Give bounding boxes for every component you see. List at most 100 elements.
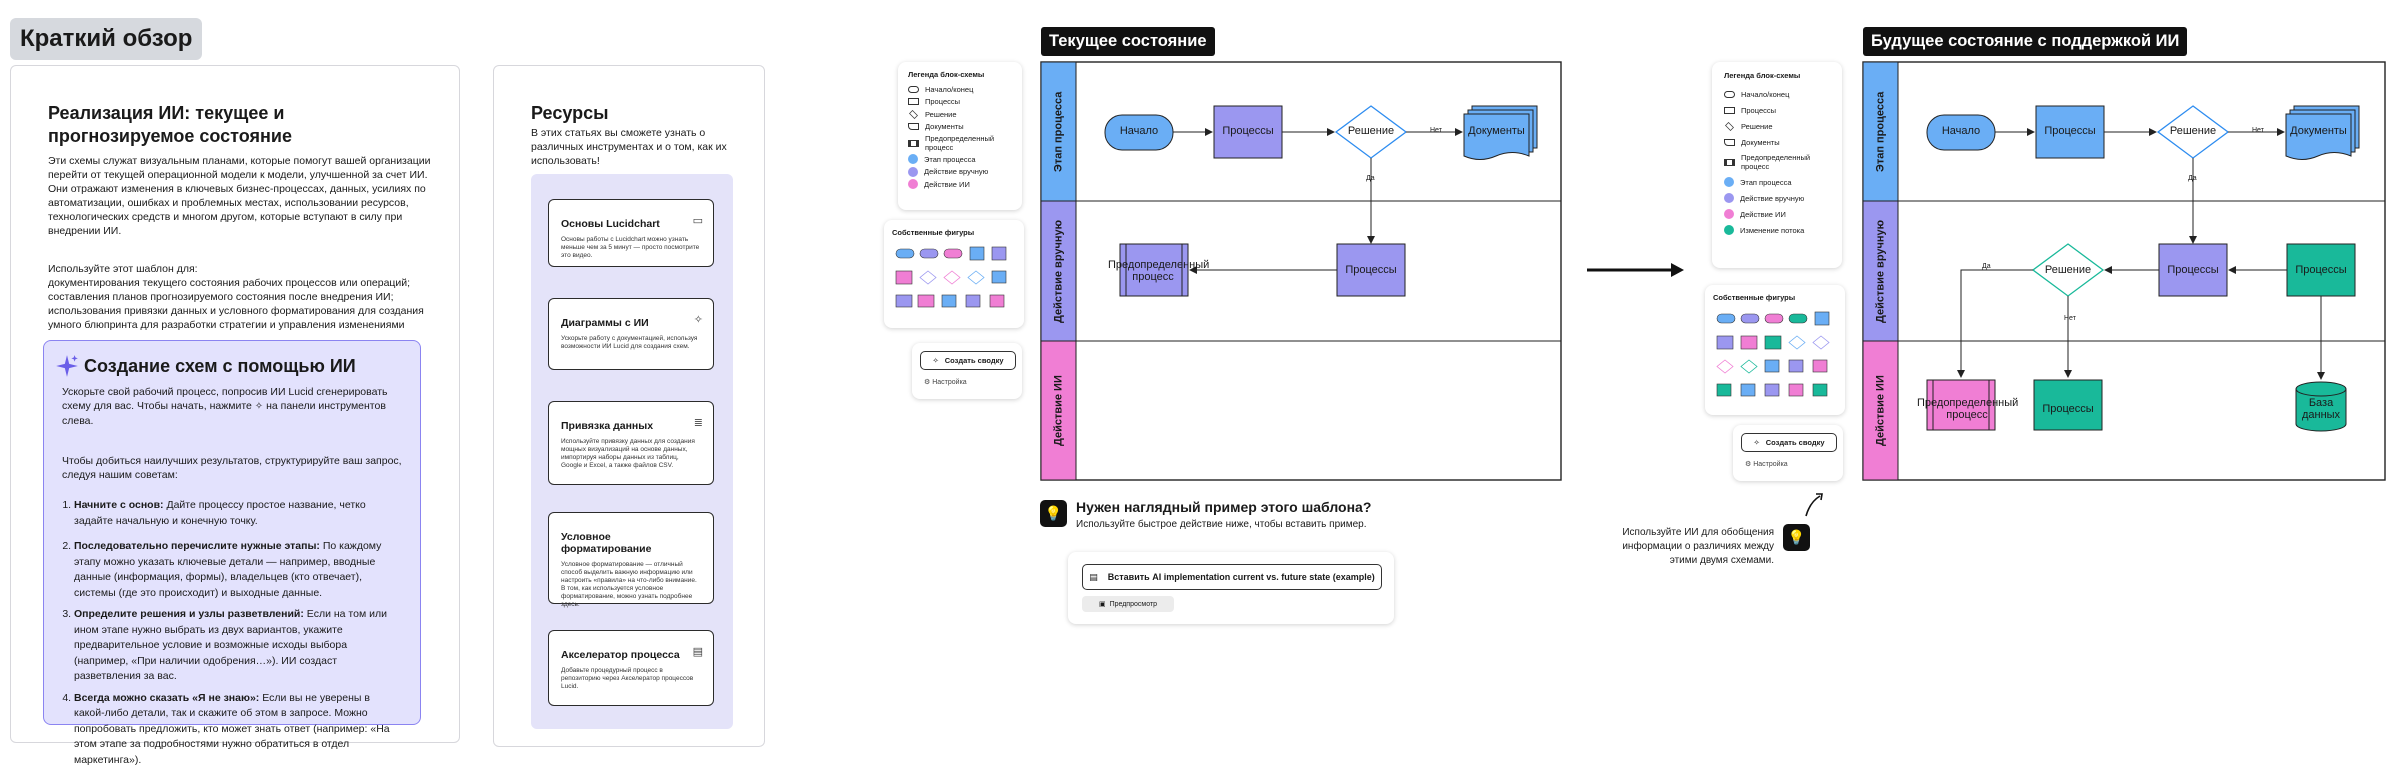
- overview-use-list: документирования текущего состояния рабо…: [48, 276, 443, 332]
- legend-item: Этап процесса: [908, 153, 1012, 166]
- legend-item: Этап процесса: [1724, 174, 1830, 190]
- legend-item: Документы: [908, 121, 1012, 134]
- tip-item: Всегда можно сказать «Я не знаю»: Если в…: [74, 691, 402, 768]
- lane-label: Действие вручную: [1863, 201, 1898, 341]
- create-summary-button[interactable]: ✧Создать сводку: [920, 351, 1016, 370]
- custom-shapes-current: Собственные фигуры: [884, 220, 1024, 328]
- settings-link[interactable]: ⚙ Настройка: [1745, 460, 1788, 468]
- legend-item: Действие вручную: [1724, 190, 1830, 206]
- video-icon: ▭: [693, 214, 703, 227]
- database-icon: ≣: [694, 416, 703, 429]
- resource-card-title: Основы Lucidchart: [561, 218, 701, 230]
- sparkle-icon: [54, 353, 80, 379]
- decision-label: Решение: [1336, 125, 1406, 137]
- legend-item: Действие вручную: [908, 166, 1012, 179]
- process-teal-label: Процессы: [2287, 264, 2355, 276]
- resource-card-title: Привязка данных: [561, 420, 701, 432]
- ai-diagram-box: Создание схем с помощью ИИ Ускорьте свой…: [43, 340, 421, 725]
- lane-label: Этап процесса: [1863, 62, 1898, 201]
- legend-title: Легенда блок-схемы: [1724, 71, 1830, 80]
- resource-card-accelerator[interactable]: Акселератор процесса Добавьте процедурны…: [548, 630, 714, 706]
- no-label-2: Нет: [2064, 315, 2076, 322]
- settings-link[interactable]: ⚙ Настройка: [924, 378, 967, 386]
- decision2-label: Решение: [2033, 264, 2103, 276]
- documents-label: Документы: [2286, 125, 2351, 137]
- resource-card-data-linking[interactable]: Привязка данных Используйте привязку дан…: [548, 401, 714, 485]
- overview-use-for: Используйте этот шаблон для:: [48, 262, 443, 276]
- legend-item: Решение: [908, 108, 1012, 121]
- resource-card-title: Диаграммы с ИИ: [561, 317, 701, 329]
- ai-box-title: Создание схем с помощью ИИ: [84, 356, 356, 377]
- ai-p1: Ускорьте свой рабочий процесс, попросив …: [62, 385, 402, 428]
- tip-item: Последовательно перечислите нужные этапы…: [74, 539, 402, 601]
- legend-item: Начало/конец: [1724, 86, 1830, 102]
- current-state-title: Текущее состояние: [1041, 27, 1215, 56]
- use-item: составления планов прогнозируемого состо…: [48, 290, 443, 304]
- legend-item: Предопределенный процесс: [908, 133, 1012, 153]
- process-label: Процессы: [2036, 125, 2104, 137]
- start-label: Начало: [1105, 125, 1173, 137]
- curved-arrow-icon: [1800, 490, 1830, 520]
- legend-item: Предопределенный процесс: [1724, 150, 1830, 174]
- legend-item: Решение: [1724, 118, 1830, 134]
- wand-icon: ✧: [255, 401, 263, 412]
- custom-shapes-grid: [1713, 308, 1837, 408]
- wand-icon: ⚙: [1745, 461, 1751, 468]
- legend-item: Документы: [1724, 134, 1830, 150]
- lane-label: Действие ИИ: [1041, 341, 1076, 480]
- legend-item: Начало/конец: [908, 83, 1012, 96]
- resources-panel: Ресурсы В этих статьях вы сможете узнать…: [493, 65, 765, 747]
- resource-card-desc: Используйте привязку данных для создания…: [561, 438, 701, 470]
- lane-label: Действие вручную: [1041, 201, 1076, 341]
- predefined-label: Предопределенный процесс: [1108, 259, 1198, 283]
- custom-shapes-grid: [892, 243, 1016, 323]
- resource-card-desc: Ускорьте работу с документацией, использ…: [561, 335, 701, 351]
- yes-label: Да: [2188, 175, 2197, 182]
- document-icon: ▤: [693, 645, 703, 658]
- use-item: использования привязки данных и условног…: [48, 304, 443, 332]
- legend-item: Действие ИИ: [908, 178, 1012, 191]
- database-label: База данных: [2300, 397, 2342, 421]
- resource-card-conditional[interactable]: Условное форматирование Условное формати…: [548, 512, 714, 604]
- legend-current: Легенда блок-схемы Начало/конец Процессы…: [898, 62, 1022, 210]
- overview-title: Краткий обзор: [10, 18, 202, 60]
- preview-icon: ▣: [1099, 600, 1106, 608]
- legend-item: Процессы: [1724, 102, 1830, 118]
- sparkle-icon: ✧: [1753, 438, 1759, 447]
- resource-card-basics[interactable]: Основы Lucidchart Основы работы с Lucidc…: [548, 199, 714, 267]
- create-summary-button[interactable]: ✧Создать сводку: [1741, 433, 1837, 452]
- tip-item: Начните с основ: Дайте процессу простое …: [74, 498, 402, 529]
- custom-shapes-title: Собственные фигуры: [1713, 293, 1837, 302]
- yes-label: Да: [1366, 175, 1375, 182]
- use-item: документирования текущего состояния рабо…: [48, 276, 443, 290]
- process-ai-label: Процессы: [2034, 403, 2102, 415]
- resources-title: Ресурсы: [531, 102, 609, 125]
- example-heading: Нужен наглядный пример этого шаблона?: [1076, 499, 1371, 515]
- example-sub: Используйте быстрое действие ниже, чтобы…: [1076, 519, 1367, 530]
- resource-card-desc: Основы работы с Lucidchart можно узнать …: [561, 236, 701, 260]
- process-manual-label: Процессы: [2159, 264, 2227, 276]
- document-icon: ▤: [1089, 572, 1098, 583]
- decision-label: Решение: [2158, 125, 2228, 137]
- resource-card-ai[interactable]: Диаграммы с ИИ Ускорьте работу с докумен…: [548, 298, 714, 370]
- custom-shapes-title: Собственные фигуры: [892, 228, 1016, 237]
- ai-hint-text: Используйте ИИ для обобщения информации …: [1614, 526, 1774, 568]
- resource-card-desc: Условное форматирование — отличный спосо…: [561, 561, 701, 609]
- legend-future: Легенда блок-схемы Начало/конец Процессы…: [1712, 62, 1842, 268]
- transition-arrow: [1585, 262, 1685, 278]
- lightbulb-icon: 💡: [1040, 500, 1067, 527]
- process-label: Процессы: [1214, 125, 1282, 137]
- wand-icon: ⚙: [924, 379, 930, 386]
- start-label: Начало: [1927, 125, 1995, 137]
- resource-card-title: Акселератор процесса: [561, 649, 701, 661]
- tip-item: Определите решения и узлы разветвлений: …: [74, 607, 402, 685]
- sparkle-icon: ✧: [932, 356, 938, 365]
- preview-button[interactable]: ▣Предпросмотр: [1082, 596, 1174, 612]
- legend-item: Процессы: [908, 96, 1012, 109]
- no-label: Нет: [2252, 127, 2264, 134]
- documents-label: Документы: [1464, 125, 1529, 137]
- ai-tips: Начните с основ: Дайте процессу простое …: [62, 498, 402, 768]
- insert-example-button[interactable]: ▤Вставить AI implementation current vs. …: [1082, 564, 1382, 590]
- legend-item: Действие ИИ: [1724, 206, 1830, 222]
- resource-card-desc: Добавьте процедурный процесс в репозитор…: [561, 667, 701, 691]
